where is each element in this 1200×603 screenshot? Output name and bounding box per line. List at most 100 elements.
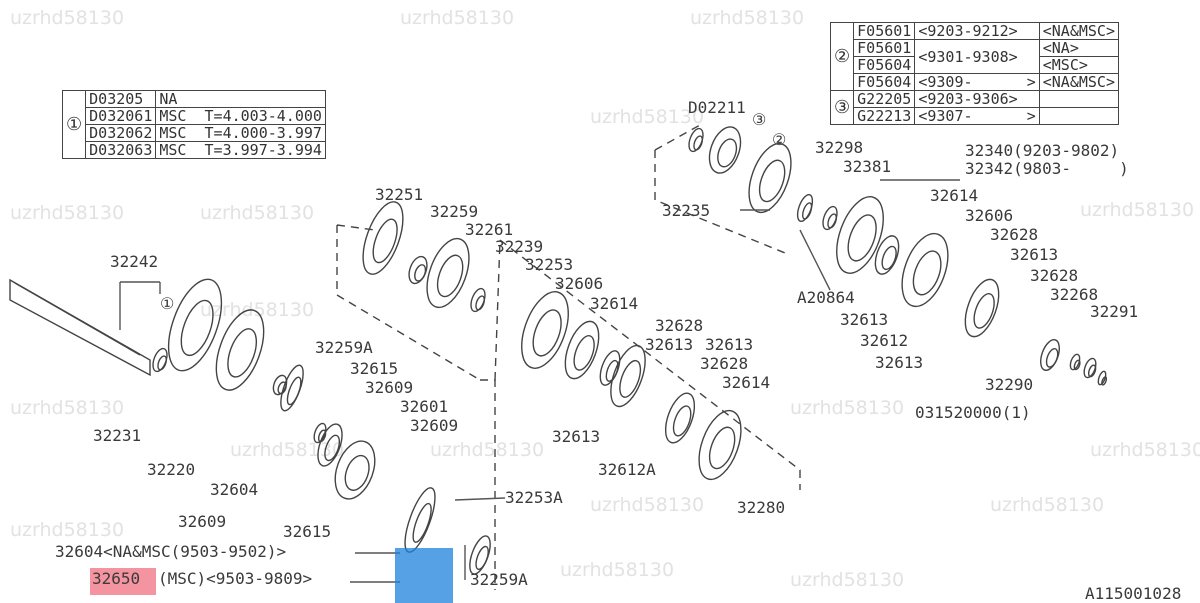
part-number-label[interactable]: 32606 [965, 206, 1014, 225]
part-number-label[interactable]: 32628 [990, 225, 1039, 244]
market: <NA&MSC> [1038, 22, 1119, 40]
part-number-label[interactable]: 32342(9803- ) [965, 159, 1129, 178]
part-number-label[interactable]: 32650 [92, 569, 141, 588]
gear-bore [436, 254, 464, 298]
gear-bore [180, 299, 214, 357]
part-number-label[interactable]: 32290 [985, 375, 1034, 394]
part-number-label[interactable]: 32614 [590, 294, 639, 313]
part-number-label[interactable]: 32381 [843, 157, 892, 176]
gear-bore [475, 545, 489, 571]
watermark: uzrhd58130 [10, 202, 125, 224]
part-number-label[interactable]: 32615 [283, 522, 332, 541]
part-number-label[interactable]: 32261 [465, 220, 514, 239]
gear-part [1097, 370, 1107, 386]
part-number-label[interactable]: 32298 [815, 138, 864, 157]
part-number-label[interactable]: 32612 [860, 331, 909, 350]
part-number-label[interactable]: 32280 [737, 498, 786, 517]
part-no: F05601 [853, 22, 916, 40]
watermark: uzrhd58130 [690, 7, 805, 29]
part-number-label[interactable]: D02211 [688, 98, 746, 117]
part-number-label[interactable]: 32604 [210, 480, 259, 499]
market: <NA> [1038, 39, 1119, 57]
callout-1: ① [160, 294, 175, 313]
part-number-label[interactable]: 32259A [470, 570, 528, 589]
part-number-label[interactable]: 32606 [555, 274, 604, 293]
gear-part [748, 142, 792, 214]
part-number-label[interactable]: 32253 [525, 255, 574, 274]
gear-bore [619, 359, 642, 398]
watermark: uzrhd58130 [990, 494, 1105, 516]
part-number-label[interactable]: 32613 [552, 427, 601, 446]
watermark: uzrhd58130 [1090, 439, 1200, 461]
watermark: uzrhd58130 [790, 569, 905, 591]
part-number-label[interactable]: 32612A [598, 460, 656, 479]
gear-bore [1045, 348, 1059, 368]
part-number-label[interactable]: 32615 [350, 359, 399, 378]
part-number-label[interactable]: 32609 [365, 378, 414, 397]
part-number-label[interactable]: 32614 [930, 186, 979, 205]
gear-bore [801, 202, 813, 220]
watermark: uzrhd58130 [10, 519, 125, 541]
part-number-label[interactable]: 32613 [840, 310, 889, 329]
part-desc: NA [155, 90, 326, 108]
market [1038, 90, 1119, 108]
part-number-label[interactable]: 32613 [705, 335, 754, 354]
gear-bore [532, 309, 562, 357]
market: <MSC> [1038, 56, 1119, 74]
part-no: D032063 [85, 141, 157, 159]
gear-bore [847, 214, 877, 262]
part-number-label[interactable]: 32601 [400, 397, 449, 416]
gear-bore [372, 218, 398, 264]
watermark: uzrhd58130 [590, 494, 705, 516]
part-number-label[interactable]: 32613 [875, 353, 924, 372]
watermark: uzrhd58130 [230, 439, 345, 461]
part-number-label[interactable]: 32291 [1090, 302, 1139, 321]
part-number-label[interactable]: 32253A [505, 488, 563, 507]
part-number-label[interactable]: 32239 [495, 237, 544, 256]
part-number-label[interactable]: (MSC)<9503-9809> [158, 569, 313, 588]
mainshaft [9, 278, 151, 377]
part-number-label[interactable]: 32628 [655, 316, 704, 335]
gasket-table: ② F05601<9203-9212><NA&MSC> F05601<9301-… [829, 22, 1119, 125]
part-number-label[interactable]: 32609 [178, 512, 227, 531]
watermark: uzrhd58130 [400, 7, 515, 29]
part-number-label[interactable]: 32268 [1050, 285, 1099, 304]
part-number-label[interactable]: 32220 [147, 460, 196, 479]
gear-bore [277, 381, 287, 395]
gear-part [664, 392, 696, 444]
gear-bore [1101, 376, 1108, 386]
gear-part [610, 344, 646, 408]
part-number-label[interactable]: 32613 [645, 335, 694, 354]
part-number-label[interactable]: 32628 [1030, 266, 1079, 285]
part-number-label[interactable]: 32628 [700, 354, 749, 373]
part-number-label[interactable]: 32614 [722, 373, 771, 392]
gear-part [215, 309, 265, 391]
gear-part [167, 278, 223, 372]
gear-bore [414, 264, 427, 282]
watermark: uzrhd58130 [200, 299, 315, 321]
part-number-label[interactable]: 32235 [662, 201, 711, 220]
gear-part [836, 196, 884, 274]
gear-part [280, 364, 304, 412]
part-number-label[interactable]: 32231 [93, 426, 142, 445]
part-number-label[interactable]: 32259A [315, 338, 373, 357]
gear-part [426, 237, 470, 309]
part-number-label[interactable]: 32613 [1010, 245, 1059, 264]
part-number-label[interactable]: 32604<NA&MSC(9503-9502)> [55, 542, 287, 561]
watermark: uzrhd58130 [430, 439, 545, 461]
part-number-label[interactable]: 32242 [110, 252, 159, 271]
gear-bore [881, 245, 897, 271]
marker-1: ① [61, 90, 87, 159]
part-number-label[interactable]: 32251 [375, 185, 424, 204]
gear-bore [605, 359, 619, 382]
marker-2: ② [829, 22, 855, 91]
part-number-label[interactable]: 32340(9203-9802) [965, 141, 1120, 160]
callout-2: ② [772, 130, 787, 149]
part-number-label[interactable]: 32259 [430, 202, 479, 221]
part-number-label[interactable]: A20864 [797, 288, 855, 307]
highlight-selected-part [90, 568, 156, 595]
part-number-label[interactable]: A115001028 [1085, 584, 1182, 603]
part-number-label[interactable]: 031520000(1) [915, 403, 1031, 422]
part-number-label[interactable]: 32609 [410, 416, 459, 435]
